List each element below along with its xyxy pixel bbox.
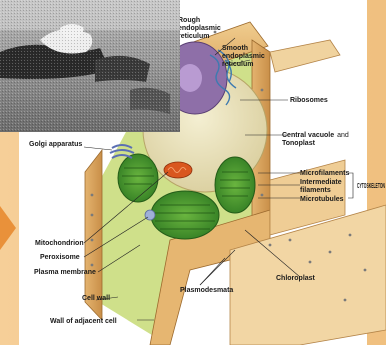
label-tonoplast: Tonoplast	[282, 140, 316, 147]
grayscale-photo-image	[0, 0, 180, 132]
label-central-vacuole-text: Central vacuole	[282, 132, 334, 139]
label-microtubules: Microtubules	[300, 196, 344, 203]
label-chloroplast: Chloroplast	[276, 275, 316, 282]
chloroplast-left	[118, 154, 158, 202]
label-wall-of-adjacent-cell: Wall of adjacent cell	[50, 318, 117, 325]
chloroplast-center	[151, 191, 219, 239]
peroxisome	[145, 210, 155, 220]
adjacent-wall-top	[270, 40, 340, 72]
label-cytoskeleton: CYTOSKELETON	[357, 181, 385, 190]
label-mitochondrion: Mitochondrion	[35, 240, 84, 247]
label-plasma-membrane: Plasma membrane	[34, 269, 96, 276]
label-cell-wall: Cell wall	[82, 295, 110, 302]
photo-overlay	[0, 0, 180, 132]
label-golgi-apparatus: Golgi apparatus	[29, 141, 82, 148]
label-plasmodesmata: Plasmodesmata	[180, 287, 233, 294]
label-and: and	[337, 132, 349, 139]
label-microfilaments: Microfilaments	[300, 170, 350, 177]
label-peroxisome: Peroxisome	[40, 254, 80, 261]
label-ribosomes: Ribosomes	[290, 97, 328, 104]
chloroplast-right	[215, 157, 255, 213]
